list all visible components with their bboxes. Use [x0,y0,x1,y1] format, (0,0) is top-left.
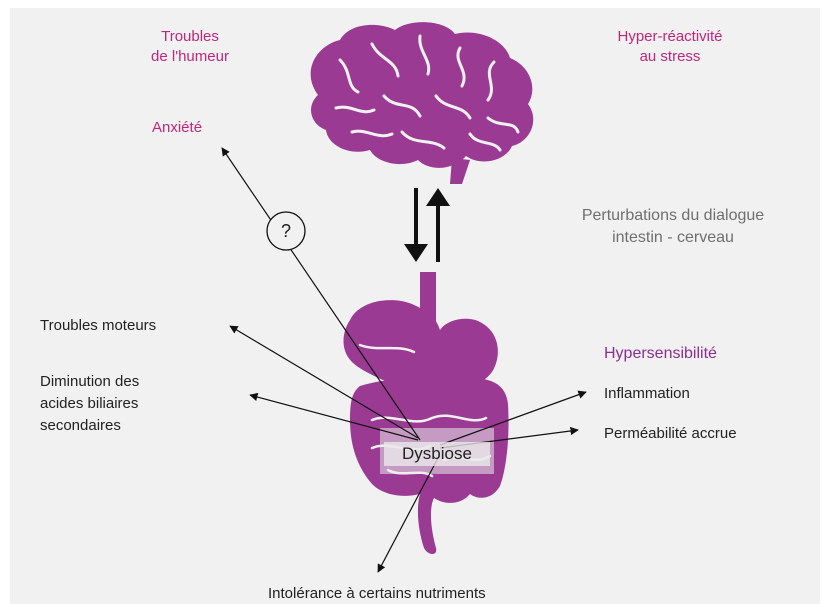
label-diminution: Diminution des acides biliaires secondai… [40,371,139,437]
label-intolerance: Intolérance à certains nutriments [268,584,486,604]
label-troubles-humeur-line2: de l'humeur [130,47,250,67]
label-troubles-moteurs: Troubles moteurs [40,316,156,336]
label-hyper-reactivite-line2: au stress [580,47,760,67]
label-inflammation: Inflammation [604,384,690,404]
label-diminution-line2: acides biliaires [40,393,139,415]
label-diminution-line1: Diminution des [40,371,139,393]
label-perturbations-line1: Perturbations du dialogue [543,205,803,227]
label-hyper-reactivite-line1: Hyper-réactivité [580,27,760,47]
question-mark-text: ? [276,220,296,242]
label-dysbiose: Dysbiose [384,442,490,466]
brain-icon [311,22,534,184]
label-hypersensibilite: Hypersensibilité [604,344,717,364]
label-troubles-humeur-line1: Troubles [130,27,250,47]
label-perturbations-line2: intestin - cerveau [543,227,803,249]
anxiety-arrow [222,148,420,440]
label-permeabilite: Perméabilité accrue [604,424,737,444]
label-perturbations: Perturbations du dialogue intestin - cer… [543,205,803,249]
label-diminution-line3: secondaires [40,415,139,437]
bidirectional-arrows-icon [404,188,450,262]
digestive-system-icon [344,272,509,554]
label-anxiete: Anxiété [152,118,202,138]
label-troubles-humeur: Troubles de l'humeur [130,27,250,67]
label-hyper-reactivite: Hyper-réactivité au stress [580,27,760,67]
